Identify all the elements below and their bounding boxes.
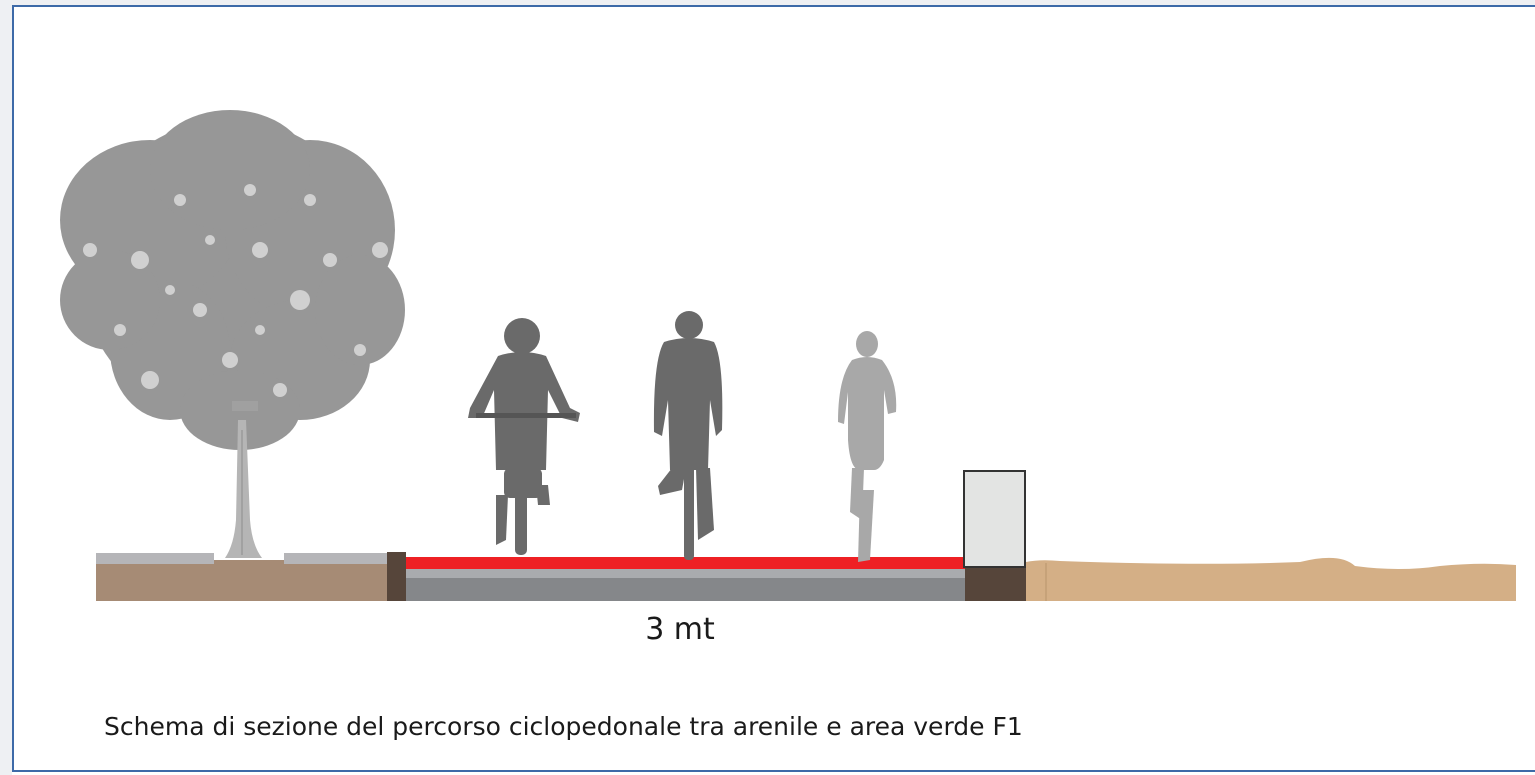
- jogger-silhouette: [838, 331, 897, 562]
- tree-trunk: [225, 420, 262, 558]
- curb-left: [387, 552, 406, 601]
- tree-foliage-texture: [83, 184, 388, 397]
- cyclist-front-view-left: [468, 318, 580, 555]
- tree-silhouette: [60, 110, 405, 558]
- page-top-margin: [0, 0, 1535, 5]
- page-left-margin: [0, 0, 12, 775]
- beach-sand: [1026, 557, 1516, 601]
- pavement-base: [406, 578, 966, 601]
- tree-tag: [232, 401, 258, 411]
- bollard-post: [963, 470, 1026, 568]
- verge-paving-right: [284, 553, 388, 564]
- diagram-caption: Schema di sezione del percorso ciclopedo…: [104, 712, 1023, 741]
- tree-pit-gap: [214, 560, 284, 564]
- soil-layer-left: [96, 564, 388, 601]
- curb-right: [965, 567, 1026, 601]
- verge-paving-left: [96, 553, 214, 564]
- cyclist-front-view-middle: [653, 311, 723, 560]
- bike-lane-surface: [406, 557, 966, 569]
- width-dimension-label: 3 mt: [645, 612, 715, 647]
- pavement-subbase-light: [406, 569, 966, 578]
- tree-foliage: [60, 110, 405, 450]
